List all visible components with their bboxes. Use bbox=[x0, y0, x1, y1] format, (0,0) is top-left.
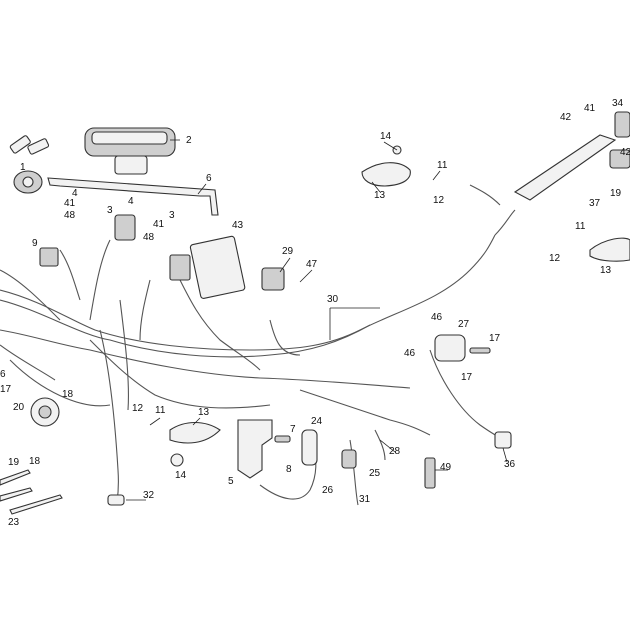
callout-34: 34 bbox=[612, 98, 624, 109]
callout-32: 32 bbox=[143, 490, 155, 501]
callout-46: 46 bbox=[431, 312, 443, 323]
callout-7: 7 bbox=[290, 424, 296, 435]
turn-signal-front-left bbox=[169, 421, 221, 467]
rear-light-bracket bbox=[513, 111, 630, 201]
callout-11: 11 bbox=[437, 160, 448, 171]
callout-12: 12 bbox=[132, 403, 144, 414]
callout-41: 41 bbox=[584, 103, 596, 114]
turn-signal-rear-right bbox=[589, 237, 630, 262]
horn bbox=[30, 397, 60, 427]
main-wiring-harness bbox=[0, 184, 516, 506]
callout-46: 46 bbox=[404, 348, 416, 359]
callout-31: 31 bbox=[359, 494, 371, 505]
callout-4: 4 bbox=[72, 188, 78, 199]
callout-26: 26 bbox=[322, 485, 334, 496]
callout-24: 24 bbox=[311, 416, 323, 427]
callout-13: 13 bbox=[198, 407, 210, 418]
callout-36: 36 bbox=[504, 459, 516, 470]
callout-47: 47 bbox=[306, 259, 318, 270]
callout-3: 3 bbox=[107, 205, 113, 216]
ignition-coil bbox=[301, 429, 318, 466]
starter-relay bbox=[434, 334, 491, 362]
multi-pin-connector bbox=[114, 214, 136, 241]
callout-30: 30 bbox=[327, 294, 339, 305]
callout-27: 27 bbox=[458, 319, 470, 330]
callout-17: 17 bbox=[0, 384, 12, 395]
callout-13: 13 bbox=[600, 265, 612, 276]
callout-20: 20 bbox=[13, 402, 25, 413]
callout-18: 18 bbox=[62, 389, 74, 400]
instrument-cluster bbox=[84, 127, 176, 175]
regulator bbox=[261, 267, 285, 291]
callout-8: 8 bbox=[286, 464, 292, 475]
cable-ties bbox=[0, 469, 63, 515]
callout-11: 11 bbox=[575, 221, 586, 232]
callout-6: 6 bbox=[0, 369, 6, 380]
callout-9: 9 bbox=[32, 238, 38, 249]
callout-19: 19 bbox=[8, 457, 20, 468]
callout-43: 43 bbox=[232, 220, 244, 231]
callout-23: 23 bbox=[8, 517, 20, 528]
callout-25: 25 bbox=[369, 468, 381, 479]
callout-19: 19 bbox=[610, 188, 622, 199]
callout-18: 18 bbox=[29, 456, 41, 467]
callout-42: 42 bbox=[560, 112, 572, 123]
turn-signal-front-right bbox=[361, 145, 411, 187]
cluster-bracket bbox=[47, 177, 219, 216]
callout-5: 5 bbox=[228, 476, 234, 487]
speed-sensor bbox=[107, 494, 125, 506]
control-unit bbox=[169, 235, 246, 299]
callout-3: 3 bbox=[169, 210, 175, 221]
callout-1: 1 bbox=[20, 162, 26, 173]
oil-pressure-switch bbox=[424, 457, 436, 489]
callout-4: 4 bbox=[128, 196, 134, 207]
callout-2: 2 bbox=[186, 135, 192, 146]
callout-12: 12 bbox=[549, 253, 561, 264]
callout-28: 28 bbox=[389, 446, 401, 457]
leader-lines bbox=[126, 139, 508, 501]
callout-14: 14 bbox=[175, 470, 187, 481]
callout-6: 6 bbox=[206, 173, 212, 184]
callout-29: 29 bbox=[282, 246, 294, 257]
callout-42: 42 bbox=[620, 147, 630, 158]
callout-41: 41 bbox=[64, 198, 76, 209]
callout-17: 17 bbox=[489, 333, 501, 344]
coil-mounting-plate bbox=[237, 419, 291, 479]
callout-17: 17 bbox=[461, 372, 473, 383]
callout-37: 37 bbox=[589, 198, 601, 209]
callout-14: 14 bbox=[380, 131, 392, 142]
ignition-switch bbox=[9, 135, 50, 194]
callout-49: 49 bbox=[440, 462, 452, 473]
callout-48: 48 bbox=[143, 232, 155, 243]
callout-12: 12 bbox=[433, 195, 445, 206]
callout-11: 11 bbox=[155, 405, 166, 416]
relay bbox=[39, 247, 59, 267]
spark-plug-cap bbox=[341, 449, 357, 469]
callout-48: 48 bbox=[64, 210, 76, 221]
callout-41: 41 bbox=[153, 219, 165, 230]
sensor-connector bbox=[494, 431, 512, 449]
callout-13: 13 bbox=[374, 190, 386, 201]
